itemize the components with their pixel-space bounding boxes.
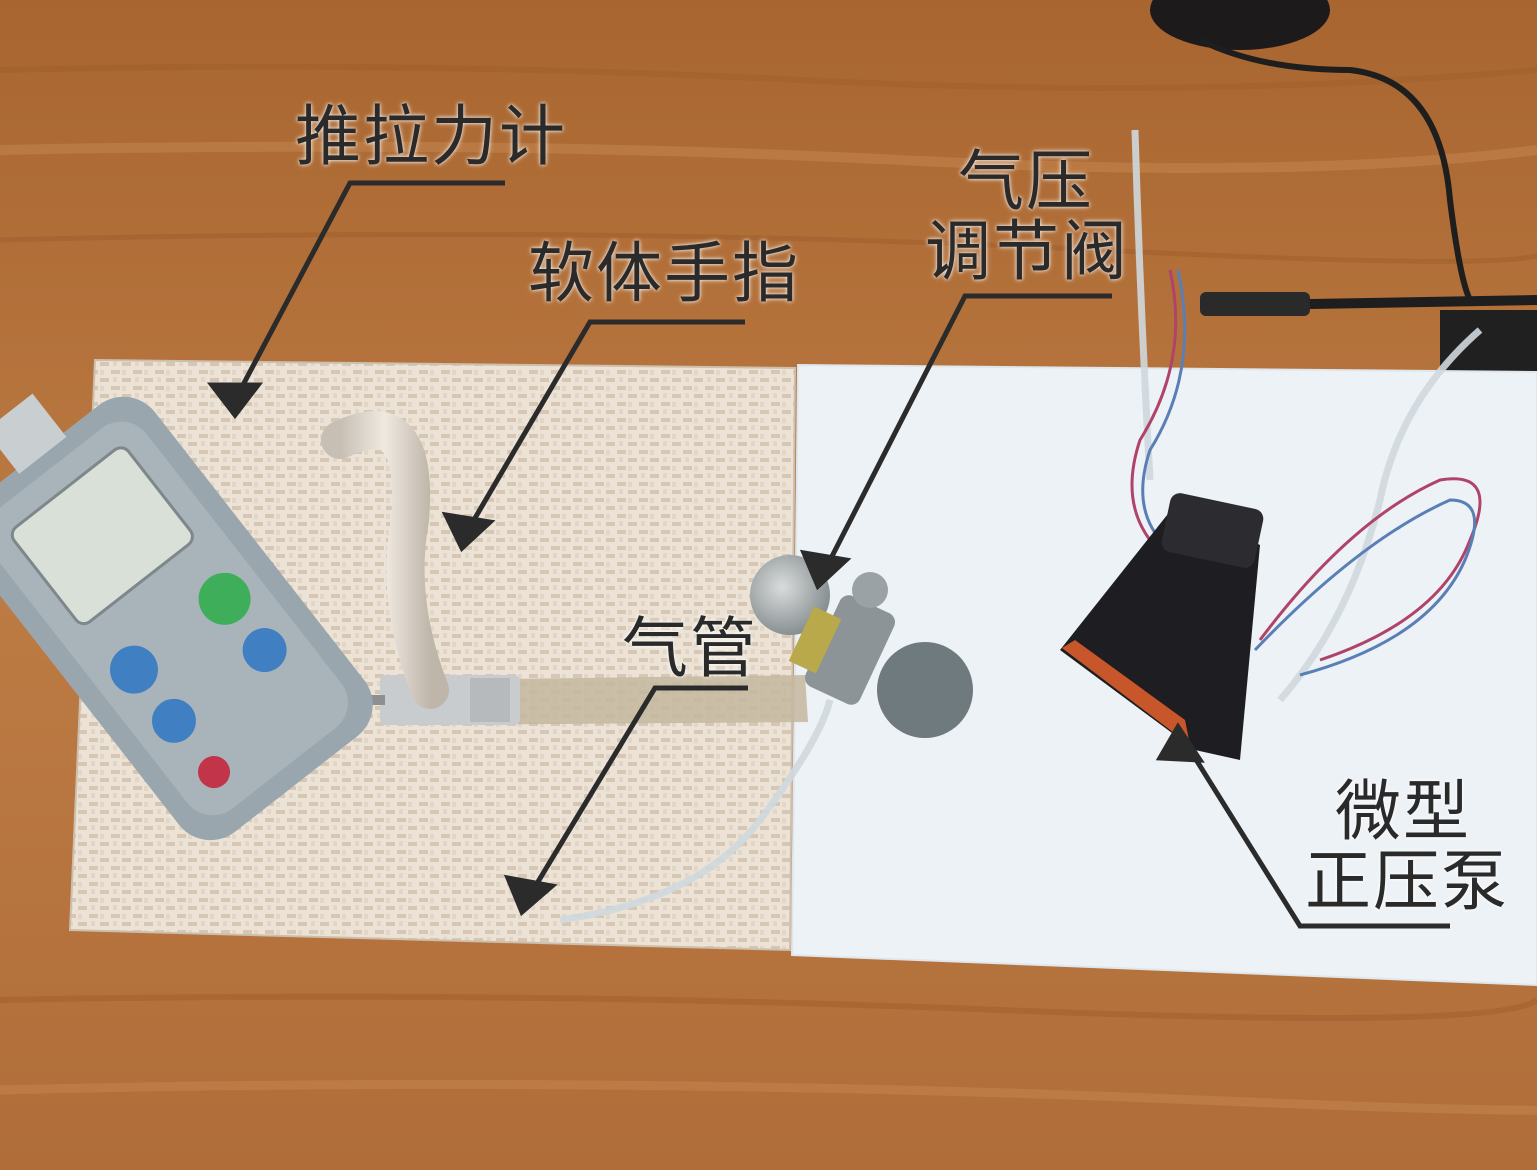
label-push-pull-gauge: 推拉力计 [295,98,567,175]
leader-line-gauge [232,180,505,402]
label-pressure-valve-line2: 调节阀 [925,213,1129,290]
label-pressure-valve-line1: 气压 [958,143,1094,220]
force-gauge [0,393,373,841]
leader-line-tube [527,685,748,897]
arrow-finger [441,511,496,553]
label-micro-pump-line2: 正压泵 [1305,843,1509,920]
silicone-tube [321,411,449,709]
arrow-valve [799,549,852,591]
arrow-tube [503,874,558,917]
clear-tubing [559,129,1483,924]
leader-lines [206,180,1450,929]
arrow-gauge [206,382,264,420]
arrow-pump [1155,722,1205,763]
leader-line-valve [822,293,1112,572]
leader-line-pump [1182,740,1450,929]
leader-line-finger [465,319,745,532]
label-soft-finger: 软体手指 [528,235,800,312]
label-micro-pump-line1: 微型 [1335,773,1471,850]
pump-wires [1130,269,1482,677]
micro-pump [1060,493,1264,760]
pressure-valve [750,555,973,738]
label-air-tube: 气管 [622,610,758,687]
